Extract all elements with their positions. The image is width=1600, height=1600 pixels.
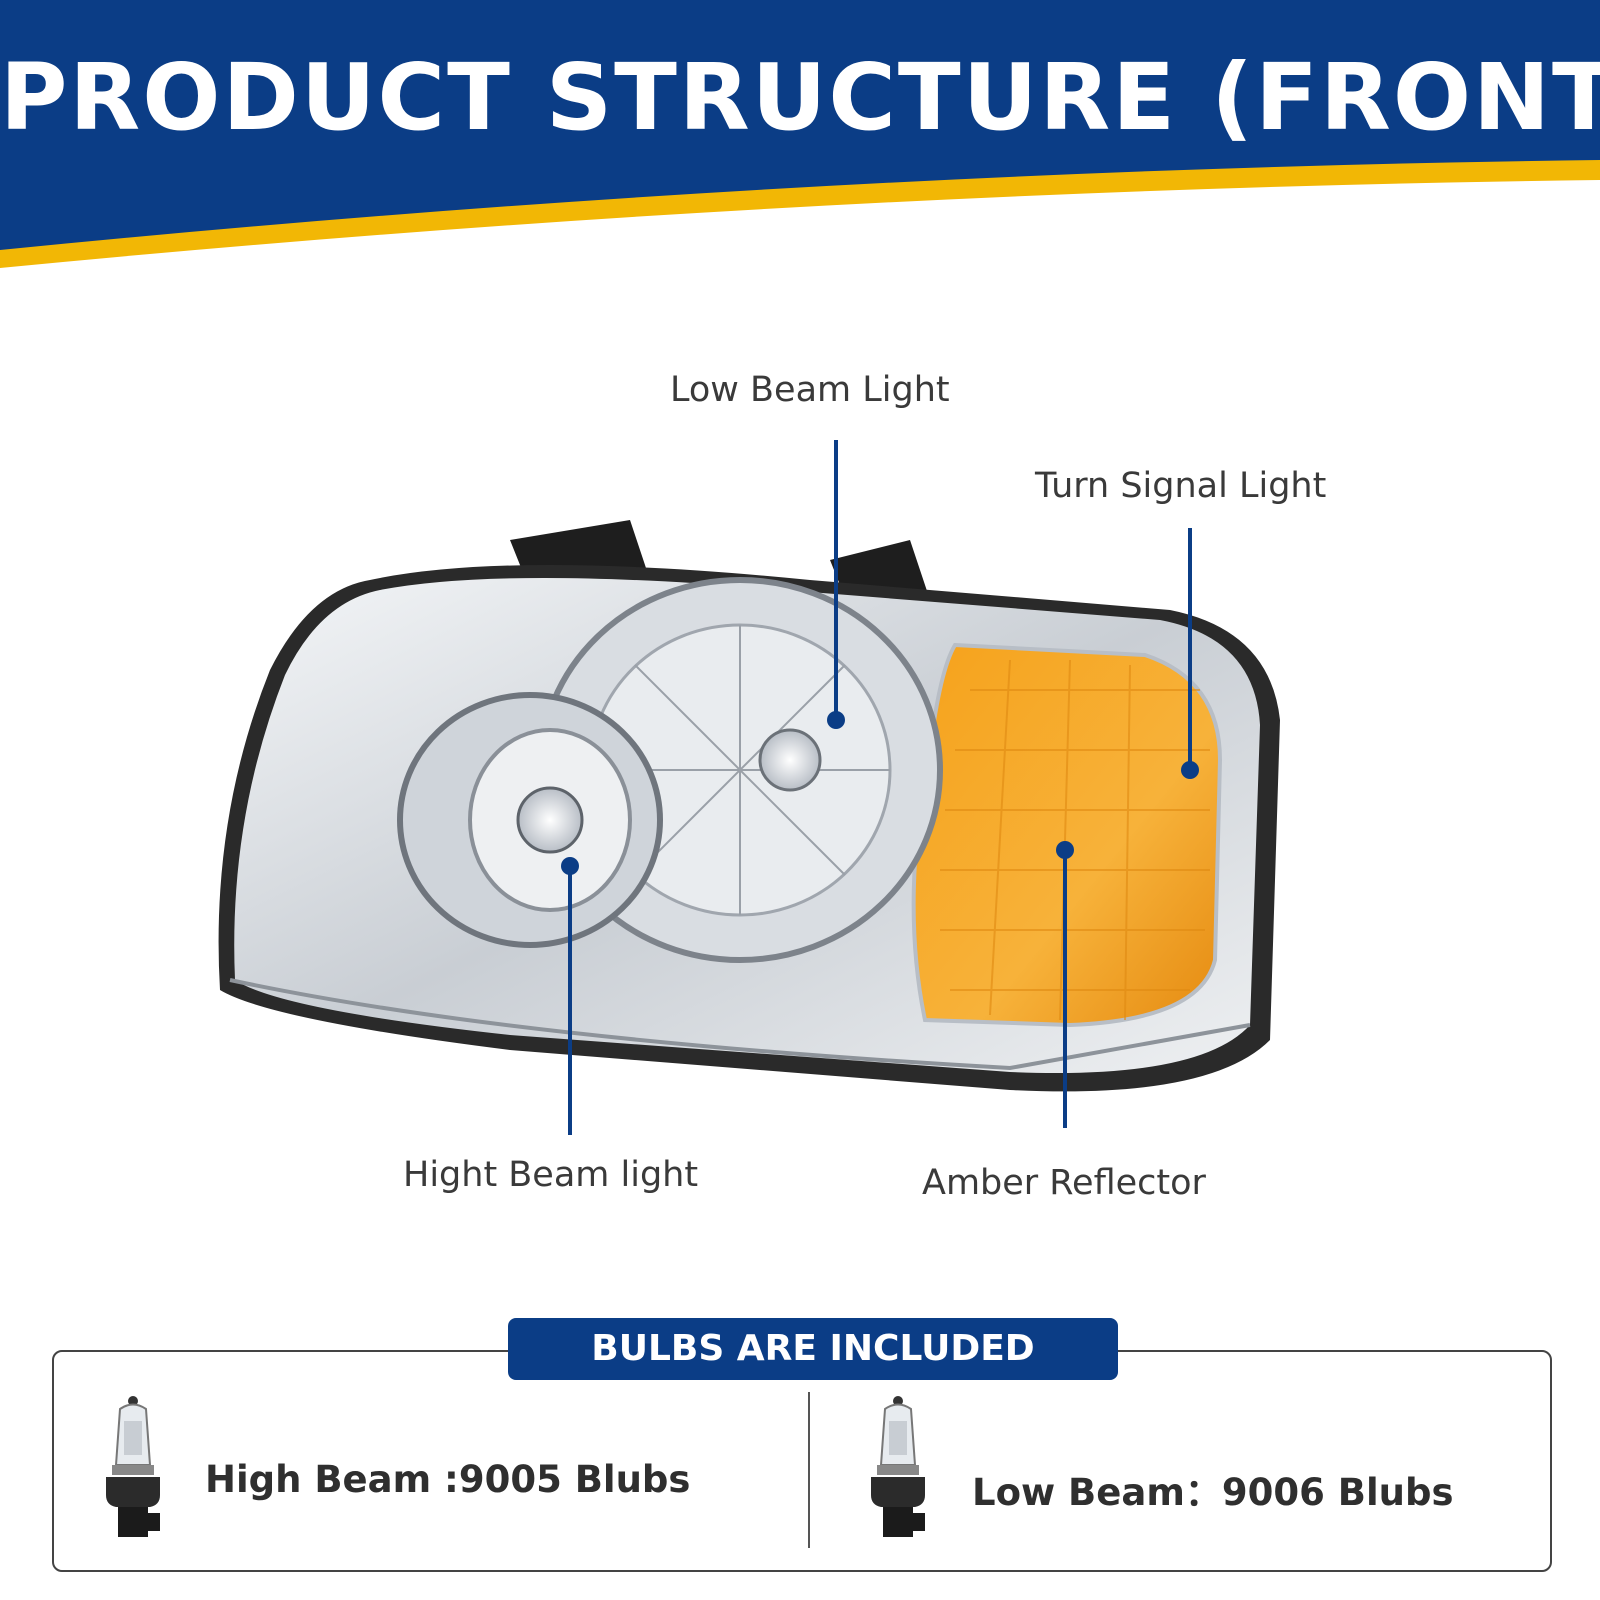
headlight-image — [218, 520, 1281, 1092]
high-beam-label: Hight Beam light — [403, 1155, 699, 1195]
high-beam-bulb-icon — [106, 1396, 160, 1537]
low-beam-bulb-text: Low Beam：9006 Blubs — [972, 1471, 1454, 1514]
header-banner — [0, 0, 1600, 268]
low-beam-bulb-icon — [871, 1396, 925, 1537]
turn-signal-label: Turn Signal Light — [1035, 466, 1327, 506]
page-title: PRODUCT STRUCTURE (FRONT) — [0, 44, 1600, 151]
amber-reflector-label: Amber Reflector — [922, 1163, 1206, 1203]
low-beam-label: Low Beam Light — [670, 370, 950, 410]
bulbs-title: BULBS ARE INCLUDED — [508, 1318, 1118, 1380]
bulbs-divider — [808, 1392, 810, 1548]
high-beam-bulb-text: High Beam :9005 Blubs — [205, 1458, 691, 1501]
